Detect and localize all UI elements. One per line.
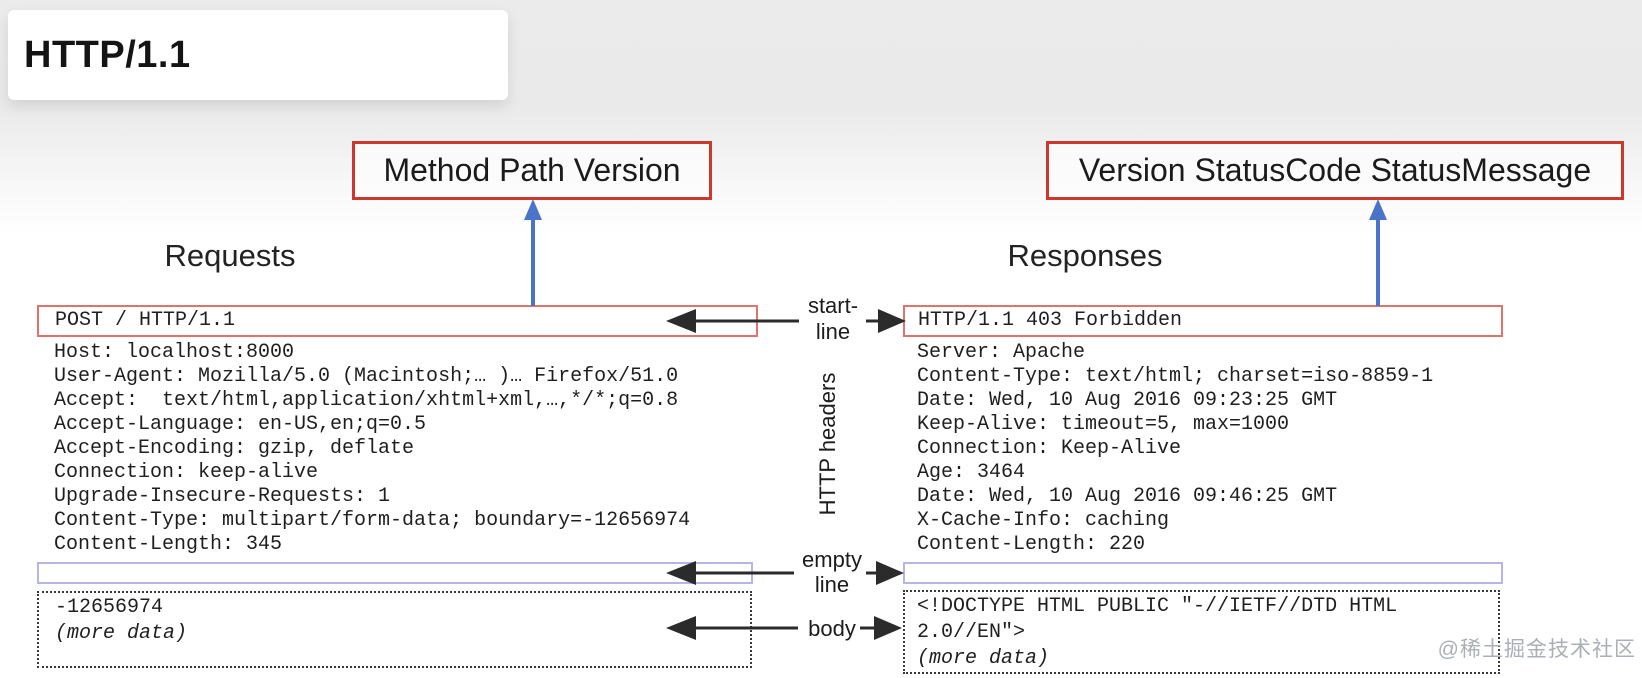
request-header-line: Accept-Encoding: gzip, deflate xyxy=(54,437,415,460)
blue-arrow-response-startline-icon xyxy=(1369,199,1387,306)
request-header-line: Accept-Language: en-US,en;q=0.5 xyxy=(54,413,427,436)
start-line-label: start- line xyxy=(807,293,859,344)
request-body-more-data: (more data) xyxy=(55,622,188,645)
request-header-line: Content-Type: multipart/form-data; bound… xyxy=(54,509,691,532)
request-header-line: Accept: text/html,application/xhtml+xml,… xyxy=(54,389,679,412)
request-header-line: User-Agent: Mozilla/5.0 (Macintosh;… )… … xyxy=(54,365,679,388)
request-body-box: -12656974 (more data) xyxy=(37,591,752,668)
response-header-line: Server: Apache xyxy=(917,341,1086,364)
response-header-line: Date: Wed, 10 Aug 2016 09:46:25 GMT xyxy=(917,485,1338,508)
request-header-line: Connection: keep-alive xyxy=(54,461,319,484)
response-header-line: Content-Length: 220 xyxy=(917,533,1146,556)
request-startline-format-label: Method Path Version xyxy=(383,152,681,188)
response-startline-format-label: Version StatusCode StatusMessage xyxy=(1078,152,1592,188)
responses-heading: Responses xyxy=(1007,238,1163,273)
response-header-line: X-Cache-Info: caching xyxy=(917,509,1170,532)
response-start-line-box: HTTP/1.1 403 Forbidden xyxy=(903,305,1503,337)
response-empty-line-box xyxy=(903,562,1503,584)
request-header-line: Host: localhost:8000 xyxy=(54,341,295,364)
request-start-line: POST / HTTP/1.1 xyxy=(55,309,236,332)
request-header-line: Upgrade-Insecure-Requests: 1 xyxy=(54,485,391,508)
watermark: @稀土掘金技术社区 xyxy=(1437,638,1636,661)
request-empty-line-box xyxy=(37,562,753,584)
response-body-box: <!DOCTYPE HTML PUBLIC "-//IETF//DTD HTML… xyxy=(903,590,1500,674)
request-startline-format-box: Method Path Version xyxy=(352,141,712,200)
body-label: body xyxy=(808,616,856,641)
response-body-more-data: (more data) xyxy=(917,647,1050,670)
response-header-line: Date: Wed, 10 Aug 2016 09:23:25 GMT xyxy=(917,389,1338,412)
response-headers: Server: Apache Content-Type: text/html; … xyxy=(917,341,1433,557)
request-body-line: -12656974 xyxy=(55,596,164,619)
response-header-line: Keep-Alive: timeout=5, max=1000 xyxy=(917,413,1290,436)
response-body-line: 2.0//EN"> xyxy=(917,621,1026,644)
response-body-line: <!DOCTYPE HTML PUBLIC "-//IETF//DTD HTML xyxy=(917,595,1398,618)
response-startline-format-box: Version StatusCode StatusMessage xyxy=(1046,141,1624,200)
blue-arrow-request-startline-icon xyxy=(524,199,542,306)
request-header-line: Content-Length: 345 xyxy=(54,533,283,556)
request-headers: Host: localhost:8000 User-Agent: Mozilla… xyxy=(54,341,690,557)
title-card: HTTP/1.1 xyxy=(8,10,508,100)
response-start-line: HTTP/1.1 403 Forbidden xyxy=(918,309,1183,332)
page-title: HTTP/1.1 xyxy=(24,33,191,76)
http-headers-label: HTTP headers xyxy=(815,372,840,516)
response-header-line: Content-Type: text/html; charset=iso-885… xyxy=(917,365,1434,388)
response-header-line: Age: 3464 xyxy=(917,461,1026,484)
empty-line-label: empty line xyxy=(802,547,862,597)
response-header-line: Connection: Keep-Alive xyxy=(917,437,1182,460)
requests-heading: Requests xyxy=(164,238,296,273)
request-start-line-box: POST / HTTP/1.1 xyxy=(37,305,758,337)
